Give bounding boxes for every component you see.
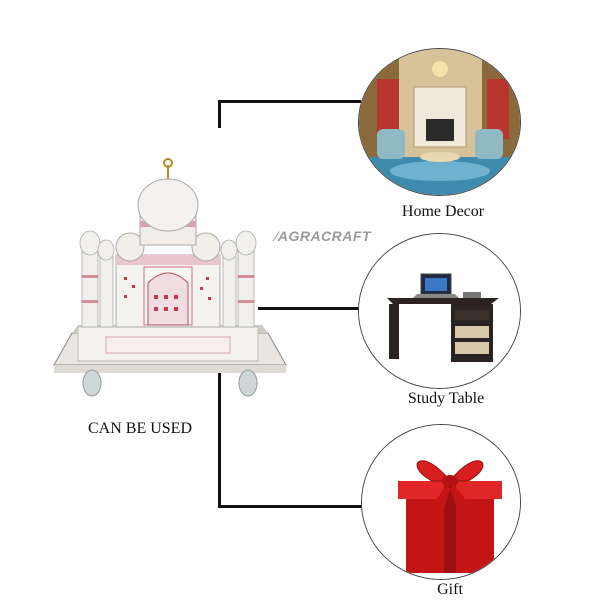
connector-top-vertical: [218, 100, 221, 128]
home-decor-label: Home Decor: [401, 203, 485, 220]
gift-box-image: [362, 425, 520, 579]
connector-top-horizontal: [218, 100, 361, 103]
brand-watermark: ⁄AGRACRAFT: [275, 228, 371, 244]
gift-label: Gift: [437, 581, 463, 598]
home-decor-circle: [358, 48, 521, 196]
gift-circle: [361, 424, 521, 580]
study-table-label: Study Table: [407, 390, 485, 407]
study-table-circle: [358, 233, 521, 389]
home-decor-image: [359, 49, 520, 195]
taj-mahal-replica-image: [53, 158, 287, 397]
connector-middle-horizontal: [258, 307, 361, 310]
can-be-used-caption: CAN BE USED: [87, 420, 192, 437]
connector-bottom-vertical: [218, 372, 221, 508]
study-table-image: [359, 234, 520, 388]
connector-bottom-horizontal: [218, 505, 363, 508]
